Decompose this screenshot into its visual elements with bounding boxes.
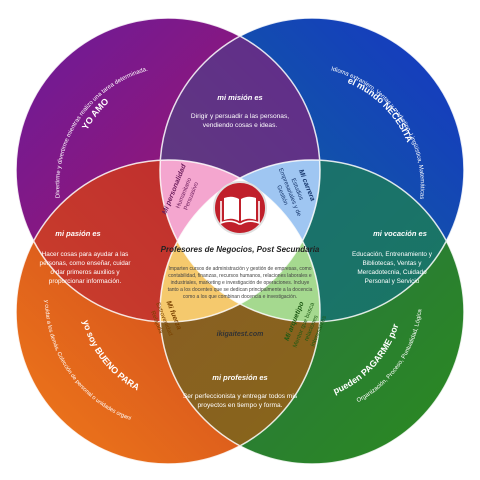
- mission-text: Dirigir y persuadir a las personas,vendi…: [191, 113, 289, 129]
- mission-title: mi misión es: [217, 93, 262, 102]
- petal-archetype-label: Mi arquetipo Mentor que buscarelacionesi…: [284, 300, 329, 349]
- profession-title: mi profesión es: [212, 373, 267, 382]
- center-site: ikigaitest.com: [217, 331, 264, 338]
- passion-title: mi pasión es: [55, 229, 100, 238]
- center-text: Imparten cursos de administración y gest…: [168, 266, 313, 300]
- open-book-icon: [213, 181, 267, 235]
- vocation-title: mi vocación es: [373, 229, 427, 238]
- center-title: Profesores de Negocios, Post Secundaria: [161, 245, 320, 254]
- petal-personality-label: Mi personalidad HumanitarioPersuasivo: [161, 163, 200, 216]
